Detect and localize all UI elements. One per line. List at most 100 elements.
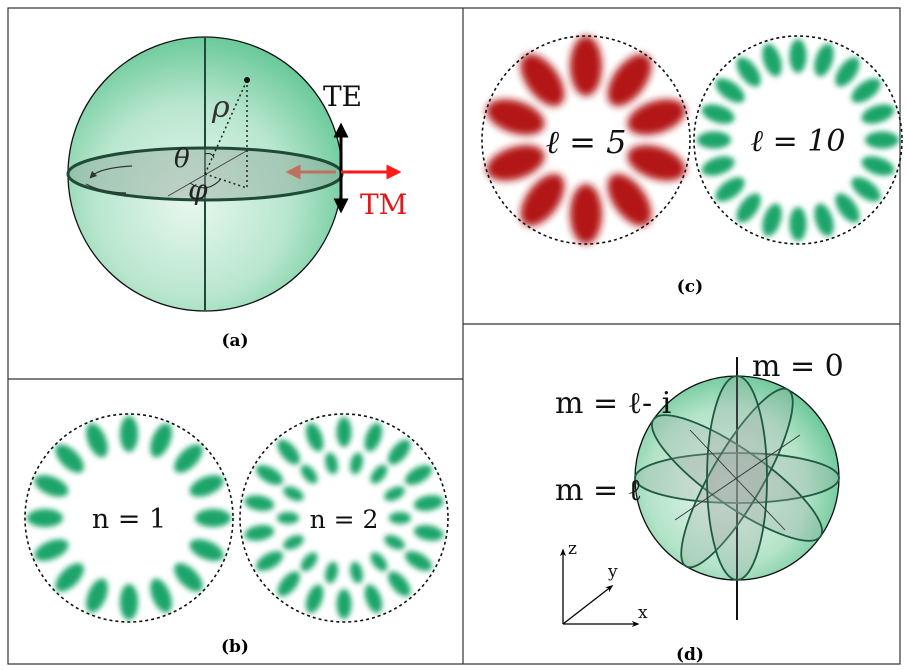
mode-lobe — [701, 104, 735, 124]
mode-lobe-inner — [350, 561, 363, 584]
mode-lobe — [55, 444, 84, 473]
mode-lobe-outer — [413, 525, 444, 541]
mode-lobe — [34, 475, 69, 497]
mode-lobe — [762, 203, 782, 237]
caption-d: (d) — [676, 645, 704, 665]
mode-lobe — [195, 509, 231, 527]
mode-lobe-outer — [305, 584, 324, 614]
mode-lobe — [697, 131, 731, 149]
mode-lobe — [607, 54, 652, 107]
mode-lobe — [570, 36, 602, 96]
mode-lobe-outer — [388, 439, 411, 465]
mode-lobe-outer — [404, 551, 433, 571]
mode-boundary-n1 — [24, 413, 234, 623]
mode-lobe — [27, 509, 63, 527]
caption-b: (b) — [221, 637, 249, 657]
vector-construction — [204, 79, 248, 189]
mode-lobe-outer — [364, 584, 383, 614]
theta-label: θ — [174, 144, 190, 174]
caption-a: (a) — [221, 331, 248, 351]
equator-diagonal — [167, 149, 249, 197]
panel-a: ρ θ φ TE TM (a) — [66, 36, 407, 351]
mode-boundary-l10 — [693, 35, 903, 245]
mode-lobe-inner — [389, 512, 411, 524]
mode-lobe-inner — [350, 452, 363, 475]
mode-lobe-outer — [388, 571, 411, 597]
mode-lobe — [150, 578, 172, 613]
mode-lobe-outer — [305, 422, 324, 452]
rho-label: ρ — [211, 90, 230, 125]
mode-lobe-outer — [255, 551, 284, 571]
state-point — [244, 77, 250, 83]
mode-lobe-outer — [364, 422, 383, 452]
label-m-l-minus-i: m = ℓ- i — [555, 386, 671, 421]
mode-lobe — [861, 104, 895, 124]
mode-lobe — [861, 156, 895, 176]
mode-lobe — [55, 563, 84, 592]
panel-frame — [7, 7, 901, 665]
mode-lobe — [607, 173, 652, 226]
mode-lobe — [486, 99, 545, 135]
mode-lobe — [520, 54, 565, 107]
te-label: TE — [323, 80, 362, 113]
mode-lobe-outer — [244, 525, 275, 541]
mode-lobe — [174, 563, 203, 592]
theta-arc — [204, 153, 215, 159]
mode-lobe — [189, 539, 224, 561]
phi-arc — [189, 179, 221, 189]
mode-lobe-outer — [404, 465, 433, 485]
mode-lobe — [835, 57, 860, 87]
mode-lobe — [174, 444, 203, 473]
mode-label-n2: n = 2 — [310, 505, 379, 534]
mode-lobe — [715, 78, 745, 103]
coordinate-axes — [559, 548, 640, 628]
mode-lobe-inner — [277, 512, 299, 524]
panel-d: m = 0 m = ℓ- i m = ℓ z y x (d) — [555, 349, 844, 665]
axis-label-z: z — [568, 539, 577, 559]
caption-c: (c) — [677, 277, 703, 297]
mode-pattern-l10 — [697, 39, 899, 241]
mode-label-l5: ℓ = 5 — [546, 123, 627, 161]
mode-lobe — [627, 99, 686, 135]
mode-lobe-outer — [255, 465, 284, 485]
mode-lobe — [814, 43, 834, 77]
mode-lobe — [150, 423, 172, 458]
mode-lobe — [486, 145, 545, 181]
mode-lobe — [120, 584, 138, 620]
mode-pattern-n2 — [244, 417, 444, 619]
mode-lobe — [86, 423, 108, 458]
mode-lobe — [835, 193, 860, 223]
mode-lobe — [851, 177, 881, 202]
mode-lobe — [736, 193, 761, 223]
label-m0: m = 0 — [752, 349, 844, 384]
mode-lobe-outer — [336, 417, 352, 447]
mode-lobe-inner — [370, 464, 388, 484]
mode-lobe-inner — [300, 552, 318, 572]
mode-pattern-n1 — [27, 416, 231, 620]
mode-lobe-outer — [277, 439, 300, 465]
tm-label: TM — [360, 188, 407, 221]
mode-lobe-outer — [277, 571, 300, 597]
rotation-arrow-upper — [89, 165, 133, 179]
mode-lobe — [86, 578, 108, 613]
axis-label-y: y — [607, 562, 618, 582]
mode-lobe — [120, 416, 138, 452]
mode-lobe — [520, 173, 565, 226]
mode-lobe — [789, 207, 807, 241]
mode-lobe — [627, 145, 686, 181]
mode-lobe-inner — [300, 464, 318, 484]
mode-lobe-inner — [283, 535, 304, 550]
mode-label-l10: ℓ = 10 — [751, 124, 846, 159]
mode-lobe — [189, 475, 224, 497]
mode-lobe — [715, 177, 745, 202]
mode-lobe-inner — [325, 561, 338, 584]
mode-lobe — [762, 43, 782, 77]
mode-lobe-inner — [370, 552, 388, 572]
mode-lobe-inner — [283, 486, 304, 501]
mode-lobe — [814, 203, 834, 237]
mode-lobe-outer — [336, 589, 352, 619]
mode-lobe — [34, 539, 69, 561]
mode-lobe-outer — [413, 495, 444, 511]
